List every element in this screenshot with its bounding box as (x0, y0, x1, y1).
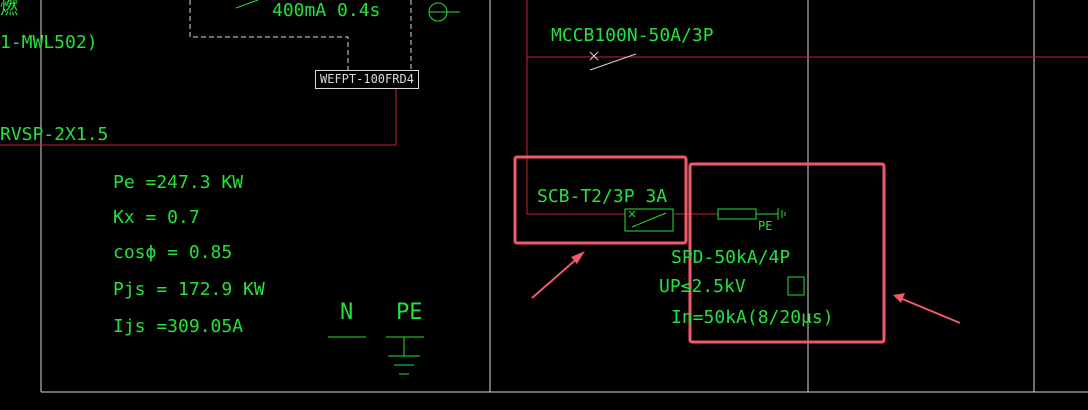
top-stroke-1 (235, 0, 259, 9)
highlight-box-scb (513, 155, 688, 245)
spd-breaker-label: SCB-T2/3P 3A (537, 186, 668, 207)
annotation-arrow-right (893, 293, 961, 324)
module-tag: WEFPT-100FRD4 (315, 70, 419, 90)
scb-breaker-box (624, 208, 674, 232)
spd-up-label: UP≤2.5kV (659, 276, 746, 297)
spd-pe-label: PE (758, 219, 773, 233)
spd-in-label: In=50kA(8/20μs) (671, 307, 834, 328)
wire-spec-label: RVSP-2X1.5 (0, 124, 109, 145)
cable-ref-label: 1-MWL502) (0, 32, 98, 53)
breaker-main-label: MCCB100N-50A/3P (551, 25, 714, 46)
calc-kx: Kx = 0.7 (113, 207, 200, 228)
legend-n-label: N (340, 300, 354, 325)
rcd-rating-label: 400mA 0.4s (272, 0, 381, 21)
scb-breaker-blade (631, 212, 667, 228)
mccb-switch-blade (589, 53, 637, 71)
red-wire-spd-branch (526, 57, 625, 215)
spd-element (717, 208, 757, 220)
highlight-box-spd (688, 162, 886, 344)
calc-cos: cosϕ = 0.85 (113, 242, 233, 263)
spd-model-label: SPD-50kA/4P (671, 247, 791, 268)
mccb-switch-x2 (589, 51, 599, 61)
annotation-arrow-left (531, 251, 585, 299)
top-text-fragment: 燃 (0, 0, 18, 19)
scb-x2 (628, 210, 636, 218)
calc-ijs: Ijs =309.05A (113, 316, 244, 337)
red-wire-left (0, 87, 397, 146)
calc-pjs: Pjs = 172.9 KW (113, 279, 265, 300)
spd-indicator-icon (787, 276, 805, 296)
legend-pe-label: PE (396, 300, 423, 325)
calc-pe: Pe =247.3 KW (113, 172, 244, 193)
control-wire-dashed (189, 0, 349, 70)
